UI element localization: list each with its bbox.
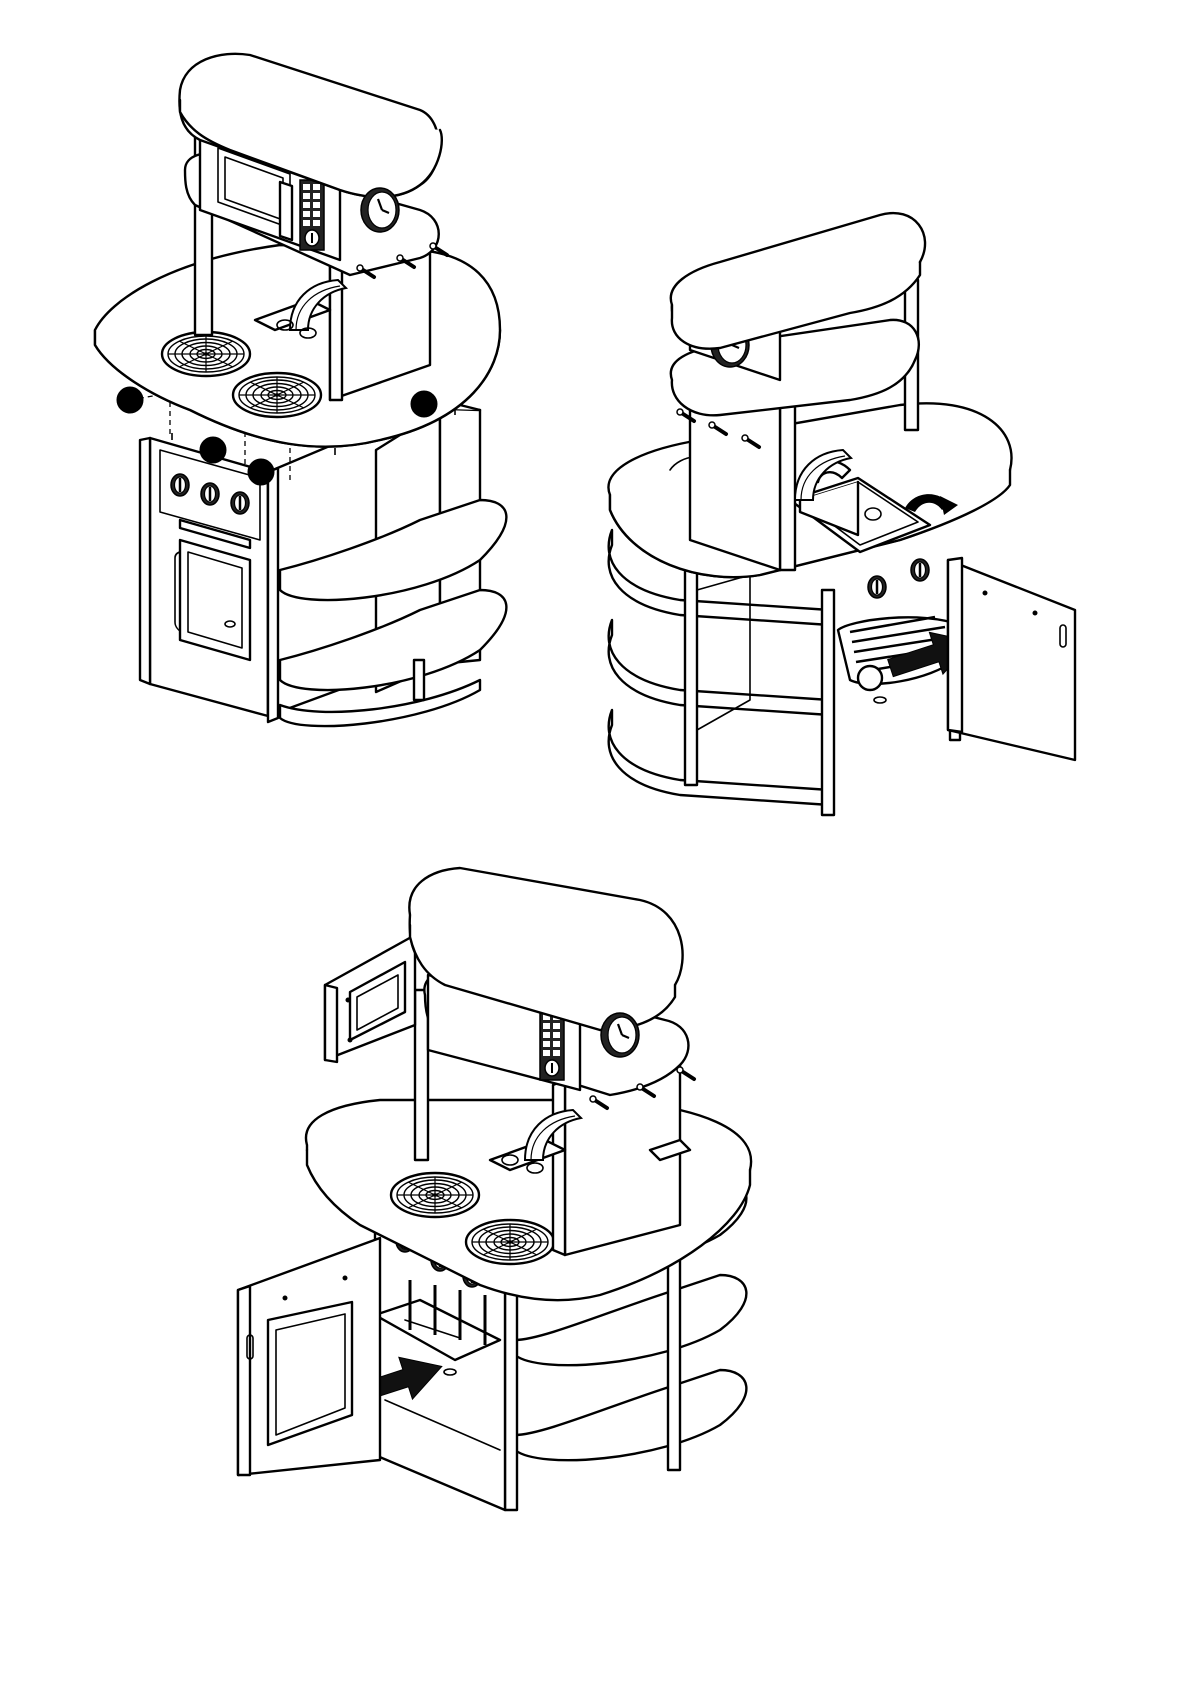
step-marker-icon (248, 459, 274, 485)
keypad-icon (300, 180, 324, 250)
step-marker-icon (411, 391, 437, 417)
countertop (95, 245, 500, 447)
figure-2-kitchen-sink-side (608, 213, 1075, 815)
burner-icon (466, 1220, 554, 1264)
step-marker-icon (200, 437, 226, 463)
step-marker-icon (117, 387, 143, 413)
burner-icon (233, 373, 321, 417)
knob-icon (911, 559, 929, 581)
knob-icon (171, 474, 189, 496)
knob-icon (868, 576, 886, 598)
knob-icon (231, 492, 249, 514)
figure-1-kitchen-assembly (95, 54, 506, 726)
figure-3-kitchen-doors-open (238, 868, 751, 1510)
knob-icon (201, 483, 219, 505)
keypad-icon (540, 1010, 564, 1080)
clock-icon (361, 188, 399, 232)
burner-icon (162, 332, 250, 376)
clock-icon (601, 1013, 639, 1057)
burner-icon (391, 1173, 479, 1217)
